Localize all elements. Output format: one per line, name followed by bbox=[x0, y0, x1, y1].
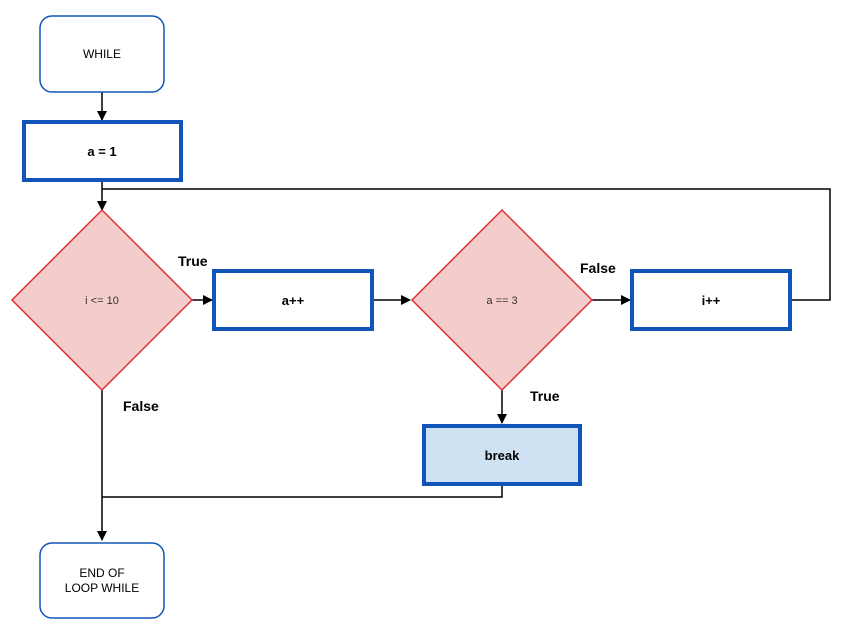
edge-label-loop-true: True bbox=[178, 253, 208, 269]
edge-label-eq-true: True bbox=[530, 388, 560, 404]
break-node: break bbox=[422, 424, 582, 486]
init-node: a = 1 bbox=[22, 120, 183, 182]
increment-i-node: i++ bbox=[630, 269, 792, 331]
equals-condition-label: a == 3 bbox=[486, 295, 517, 307]
edge-break-to-exit bbox=[102, 484, 503, 498]
start-node: WHILE bbox=[39, 15, 165, 93]
edges bbox=[97, 92, 831, 541]
equals-condition-node: a == 3 bbox=[410, 208, 594, 392]
edge-increment-i-loop-back bbox=[102, 188, 831, 301]
increment-i-label: i++ bbox=[702, 293, 721, 308]
loop-condition-node: i <= 10 bbox=[10, 208, 194, 392]
end-node-label-line2: LOOP WHILE bbox=[65, 581, 139, 595]
end-node-label-line1: END OF bbox=[79, 566, 124, 580]
edge-label-loop-false: False bbox=[123, 398, 159, 414]
edge-label-eq-false: False bbox=[580, 260, 616, 276]
init-node-label: a = 1 bbox=[87, 144, 116, 159]
break-label: break bbox=[485, 448, 520, 463]
start-node-label: WHILE bbox=[83, 47, 121, 61]
loop-condition-label: i <= 10 bbox=[85, 295, 119, 307]
increment-a-node: a++ bbox=[212, 269, 374, 331]
increment-a-label: a++ bbox=[282, 293, 305, 308]
end-node: END OF LOOP WHILE bbox=[39, 542, 165, 619]
